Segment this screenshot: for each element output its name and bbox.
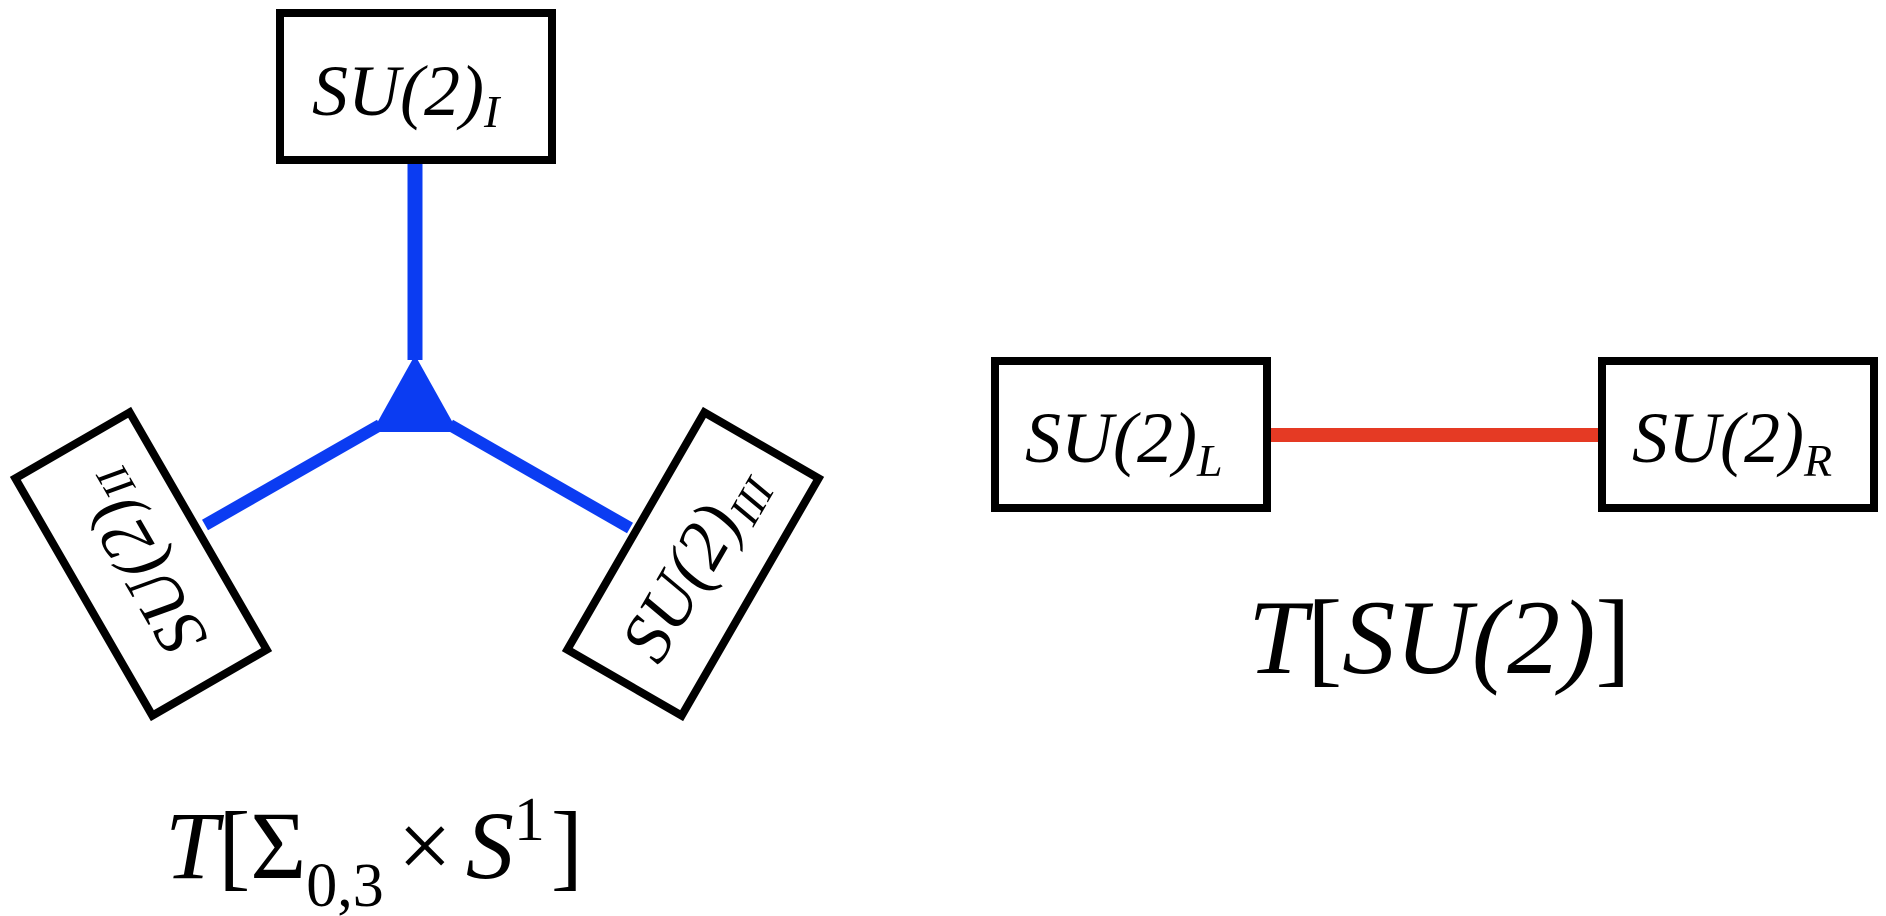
- node-su2-r: SU(2)R: [1598, 357, 1878, 512]
- node-su2-r-label: SU(2)R: [1632, 398, 1832, 486]
- node-su2-l-label: SU(2)L: [1025, 398, 1223, 486]
- node-su2-iii: SU(2)III: [561, 406, 825, 722]
- node-su2-l: SU(2)L: [991, 357, 1271, 512]
- edge-left: [202, 419, 383, 531]
- trinion-vertex-icon: [372, 355, 458, 432]
- left-diagram: SU(2)I SU(2)II SU(2)III T[Σ0,3×S1]: [9, 9, 825, 916]
- node-su2-i-label: SU(2)I: [312, 51, 502, 137]
- node-su2-i: SU(2)I: [276, 9, 556, 164]
- right-diagram: SU(2)L SU(2)R T[SU(2)]: [991, 357, 1878, 696]
- right-diagram-caption: T[SU(2)]: [1248, 579, 1631, 696]
- node-su2-ii: SU(2)II: [9, 406, 273, 722]
- edge-right: [447, 419, 633, 534]
- left-diagram-caption: T[Σ0,3×S1]: [165, 786, 583, 916]
